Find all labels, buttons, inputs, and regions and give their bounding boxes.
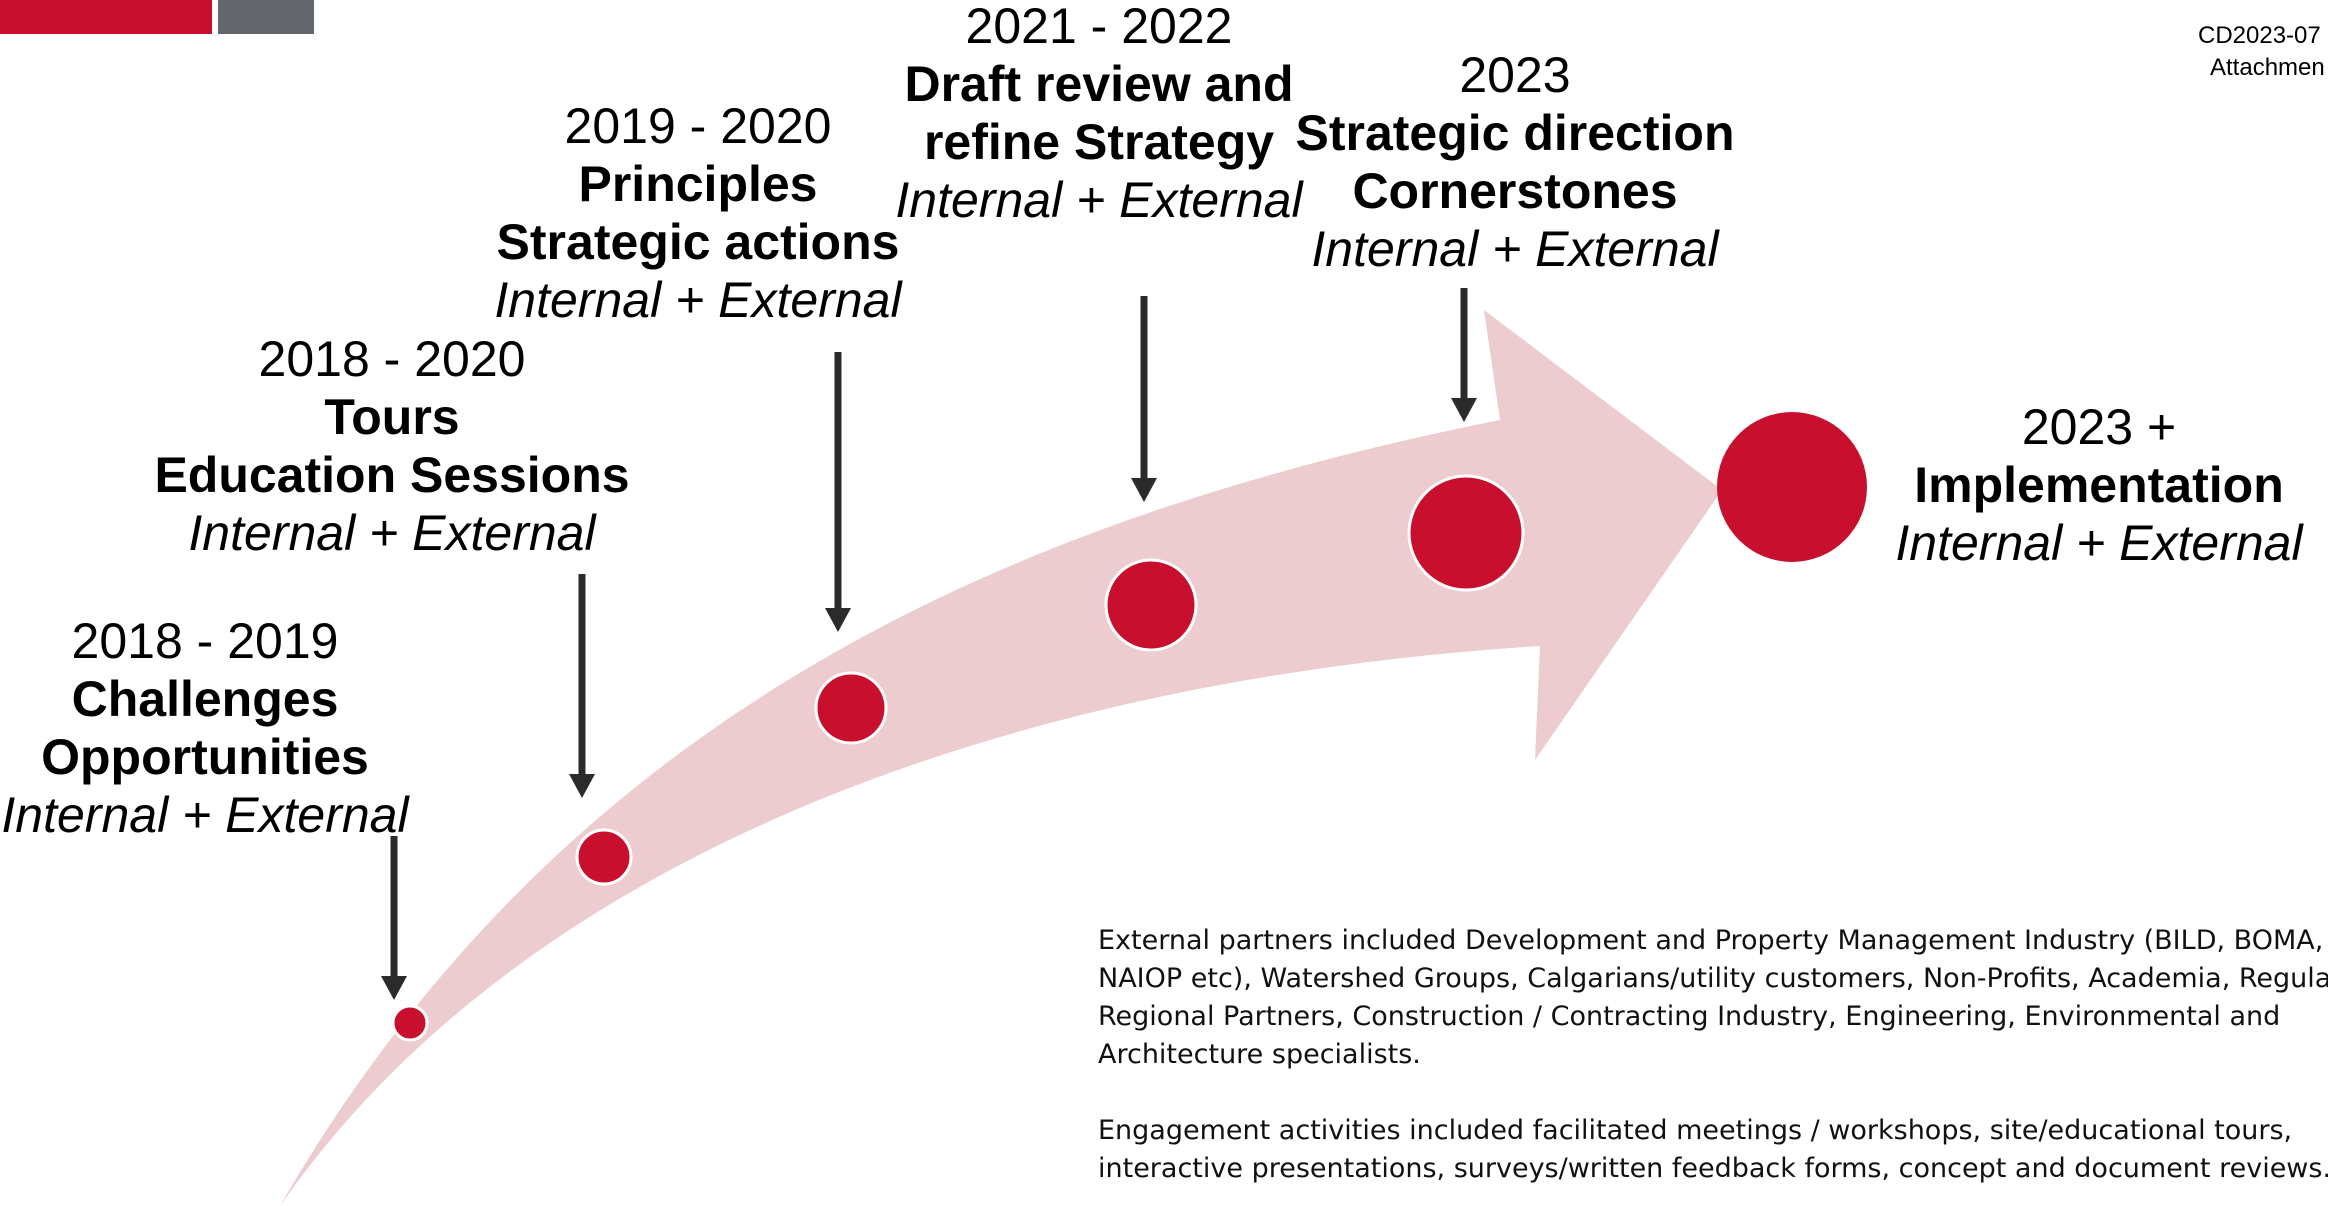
pointer-arrowhead-stage-5	[1451, 398, 1477, 422]
timeline-milestones	[391, 412, 1867, 1042]
milestone-dot-stage-4	[1104, 558, 1198, 652]
milestone-dot-stage-6	[1717, 412, 1867, 562]
pointer-arrowhead-stage-1	[381, 976, 407, 1000]
stage-title-line: refine Strategy	[923, 114, 1275, 170]
timeline-pointers	[381, 288, 1477, 1000]
milestone-dot-stage-2	[575, 828, 633, 886]
stage-participants: Internal + External	[1895, 515, 2303, 571]
partners-line: External partners included Development a…	[1098, 925, 2324, 956]
stage-year: 2018 - 2019	[71, 613, 339, 669]
stage-year: 2019 - 2020	[564, 98, 832, 154]
pointer-arrowhead-stage-3	[825, 608, 851, 632]
stage-participants: Internal + External	[494, 272, 902, 328]
stage-1-label: 2018 - 2019 Challenges Opportunities Int…	[1, 612, 408, 844]
stage-year: 2023	[1459, 47, 1571, 103]
stage-participants: Internal + External	[1, 787, 409, 843]
engagement-notes: External partners included Development a…	[1098, 922, 2328, 1188]
stage-title-line: Challenges	[71, 671, 339, 727]
stage-year: 2021 - 2022	[965, 0, 1233, 54]
activities-line: interactive presentations, surveys/writt…	[1098, 1153, 2328, 1184]
stage-title-line: Tours	[324, 389, 460, 445]
stage-5-label: 2023 Strategic direction Cornerstones In…	[1296, 46, 1735, 278]
stage-title-line: Cornerstones	[1352, 163, 1678, 219]
stage-participants: Internal + External	[188, 505, 596, 561]
partners-line: NAIOP etc), Watershed Groups, Calgarians…	[1098, 963, 2328, 994]
partners-line: Regional Partners, Construction / Contra…	[1098, 1001, 2281, 1032]
activities-line: Engagement activities included facilitat…	[1098, 1115, 2293, 1146]
milestone-dot-stage-3	[814, 671, 888, 745]
activities-paragraph: Engagement activities included facilitat…	[1098, 1112, 2328, 1188]
stage-participants: Internal + External	[895, 172, 1303, 228]
timeline-arrow	[280, 310, 1722, 1206]
brand-logo-grey	[218, 0, 314, 34]
stage-title-line: Education Sessions	[154, 447, 630, 503]
stage-title-line: Implementation	[1914, 457, 2284, 513]
stage-title-line: Strategic direction	[1295, 105, 1735, 161]
document-id: CD2023-07	[2198, 22, 2321, 49]
stage-4-label: 2021 - 2022 Draft review and refine Stra…	[895, 0, 1302, 229]
stage-year: 2018 - 2020	[258, 331, 526, 387]
pointer-arrowhead-stage-4	[1131, 478, 1157, 502]
pointer-arrowhead-stage-2	[569, 774, 595, 798]
milestone-dot-stage-5	[1407, 474, 1525, 592]
milestone-dot-stage-1	[391, 1004, 429, 1042]
stage-title-line: Principles	[578, 156, 818, 212]
document-reference: CD2023-07 Attachmen	[2198, 20, 2328, 84]
stage-title-line: Draft review and	[904, 56, 1294, 112]
attachment-label: Attachmen	[2210, 54, 2325, 81]
stage-year: 2023 +	[2021, 399, 2177, 455]
stage-2-label: 2018 - 2020 Tours Education Sessions Int…	[154, 330, 629, 562]
partners-line: Architecture specialists.	[1098, 1039, 1421, 1070]
brand-logo-red	[0, 0, 212, 34]
stage-title-line: Strategic actions	[496, 214, 900, 270]
stage-participants: Internal + External	[1311, 221, 1719, 277]
partners-paragraph: External partners included Development a…	[1098, 922, 2328, 1074]
stage-title-line: Opportunities	[41, 729, 369, 785]
stage-3-label: 2019 - 2020 Principles Strategic actions…	[494, 97, 901, 329]
stage-6-label: 2023 + Implementation Internal + Externa…	[1895, 398, 2302, 572]
